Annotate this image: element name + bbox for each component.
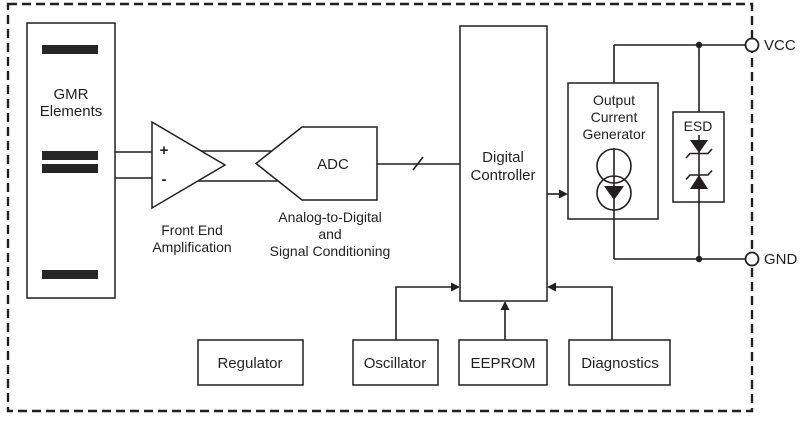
eeprom-box — [458, 339, 548, 386]
gmr-resistor-bar-3 — [42, 164, 98, 173]
front-end-amplifier-block: + - Front End Amplification — [115, 120, 232, 255]
diagnostics-block: Diagnostics — [547, 282, 671, 386]
current-source-circle-top — [596, 148, 632, 184]
eeprom-label: EEPROM — [470, 355, 535, 372]
gnd-junction-dot — [695, 255, 703, 263]
ocg-label-line1: Output — [593, 92, 635, 108]
adc-label: ADC — [317, 156, 349, 173]
oscillator-block: Oscillator — [352, 282, 460, 386]
digital-controller-label-line2: Controller — [470, 167, 535, 184]
ocg-box — [567, 82, 659, 220]
oscillator-label: Oscillator — [364, 355, 427, 372]
oscillator-to-controller-wire — [395, 286, 452, 340]
vcc-terminal: VCC — [744, 37, 796, 54]
adc-caption-line2: and — [318, 226, 341, 242]
gmr-resistor-bar-2 — [42, 151, 98, 160]
bus-slash-mark — [412, 156, 424, 171]
gmr-elements-block: GMR Elements — [26, 22, 116, 299]
gmr-label-line1: GMR — [54, 86, 89, 103]
opamp-triangle — [151, 120, 227, 210]
adc-block: ADC Analog-to-Digital and Signal Conditi… — [254, 126, 391, 259]
gmr-elements-box — [26, 22, 116, 299]
regulator-box — [197, 339, 304, 386]
regulator-block: Regulator — [197, 339, 304, 386]
digital-controller-box — [459, 25, 548, 302]
adc-to-controller-bus — [377, 156, 460, 171]
controller-to-ocg-arrow — [547, 189, 568, 199]
gnd-terminal: GND — [744, 251, 798, 268]
opamp-plus-sign: + — [160, 142, 169, 159]
arrowhead-right-controller — [451, 282, 460, 292]
esd-block: ESD — [672, 111, 725, 203]
opamp-minus-sign: - — [162, 171, 167, 188]
gnd-rail-wires — [613, 202, 745, 260]
zener-diode-top — [690, 140, 708, 153]
gnd-pin-circle — [744, 251, 760, 267]
output-current-generator-block: Output Current Generator — [567, 82, 659, 220]
diagnostics-label: Diagnostics — [581, 355, 659, 372]
eeprom-block: EEPROM — [458, 301, 548, 386]
gmr-resistor-bar-1 — [42, 45, 98, 54]
diagnostics-box — [568, 339, 671, 386]
zener-diode-bottom — [690, 175, 708, 189]
current-direction-triangle — [604, 186, 624, 200]
zener-bar-top — [685, 148, 713, 159]
gmr-resistor-bar-4 — [42, 270, 98, 279]
front-end-caption-line2: Amplification — [152, 239, 231, 255]
adc-pentagon — [254, 126, 378, 201]
vcc-junction-dot — [695, 41, 703, 49]
ocg-label-line3: Generator — [582, 126, 645, 142]
vcc-pin-circle — [744, 37, 760, 53]
current-source-circle-bottom — [596, 175, 632, 211]
regulator-label: Regulator — [217, 355, 282, 372]
gmr-label-line2: Elements — [40, 103, 103, 120]
vcc-label: VCC — [764, 37, 796, 54]
chip-boundary-dashed-border — [6, 2, 754, 413]
esd-label: ESD — [684, 118, 713, 134]
digital-controller-block: Digital Controller — [459, 25, 548, 302]
arrowhead-up-controller — [500, 301, 510, 310]
vcc-rail-wires — [613, 44, 745, 112]
ocg-label-line2: Current — [591, 109, 638, 125]
adc-caption-line1: Analog-to-Digital — [278, 209, 382, 225]
diagnostics-to-controller-wire — [555, 286, 613, 340]
arrowhead-right-ocg — [559, 189, 568, 199]
digital-controller-label-line1: Digital — [482, 149, 524, 166]
adc-caption-line3: Signal Conditioning — [270, 243, 391, 259]
front-end-caption-line1: Front End — [161, 222, 222, 238]
arrowhead-left-controller — [547, 282, 556, 292]
gnd-label: GND — [764, 251, 798, 268]
